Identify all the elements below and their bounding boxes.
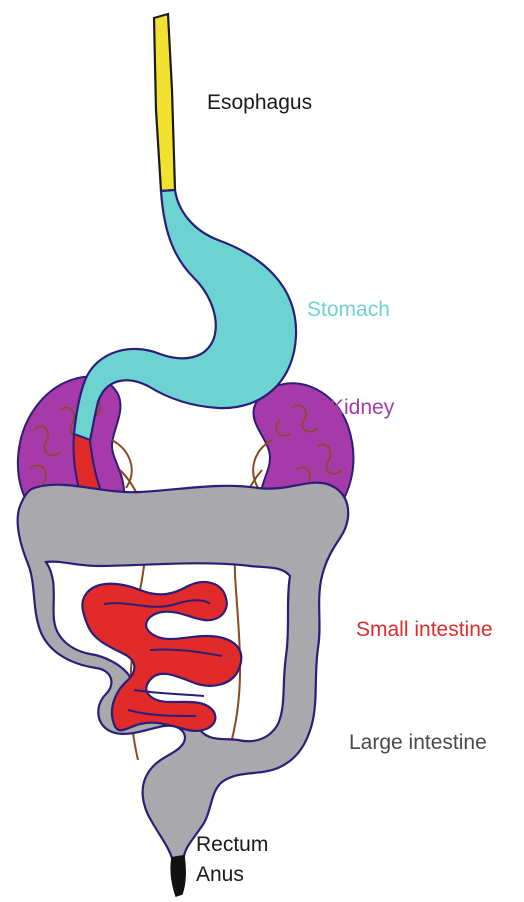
anus bbox=[171, 856, 185, 896]
small-intestine-label: Small intestine bbox=[356, 619, 493, 640]
kidney-label: Kidney bbox=[330, 397, 394, 418]
large-intestine-label: Large intestine bbox=[349, 732, 487, 753]
anus-label: Anus bbox=[196, 864, 244, 885]
stomach-label: Stomach bbox=[307, 299, 390, 320]
rectum-label: Rectum bbox=[196, 834, 268, 855]
esophagus bbox=[154, 14, 175, 191]
esophagus-label: Esophagus bbox=[207, 92, 312, 113]
